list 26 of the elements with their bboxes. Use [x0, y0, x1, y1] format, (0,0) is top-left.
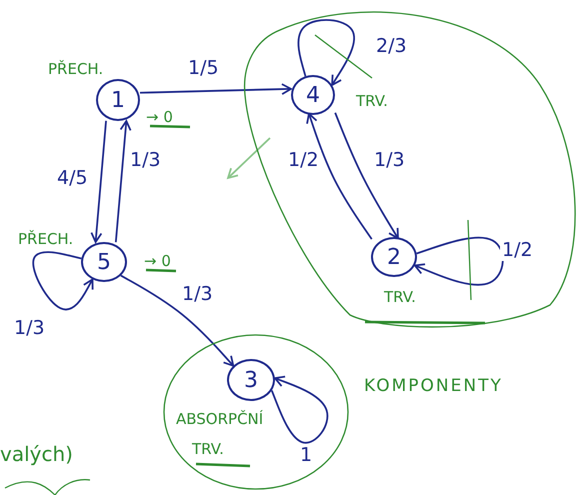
note-text: KOMPONENTY [364, 376, 503, 396]
arrow [334, 112, 399, 240]
state-circle: 4 [291, 75, 335, 115]
arrow [90, 120, 107, 243]
self-loop-arrow [270, 376, 328, 444]
self-loop-arrow [298, 19, 355, 86]
self-loop-arrow [414, 236, 504, 286]
state-note: ABSORPČNÍ [176, 410, 264, 428]
state-note: TRV. [384, 288, 416, 306]
state-circle: 2 [371, 237, 417, 277]
state-note: TRV. [356, 92, 388, 110]
state-circle: 5 [81, 242, 127, 282]
state-note: PŘECH. [18, 230, 74, 248]
note-text: valých) [0, 442, 73, 466]
arrow [120, 274, 234, 367]
state-note: → 0 [146, 108, 173, 126]
state-note: PŘECH. [48, 60, 104, 78]
arrow [306, 112, 372, 240]
arrow [114, 120, 132, 242]
state-note: TRV. [192, 440, 224, 458]
self-loop-arrow [32, 251, 94, 310]
arrow [227, 137, 271, 179]
state-note: → 0 [144, 252, 171, 270]
arrow [140, 83, 292, 96]
state-circle: 3 [227, 359, 275, 401]
state-circle: 1 [96, 79, 140, 121]
